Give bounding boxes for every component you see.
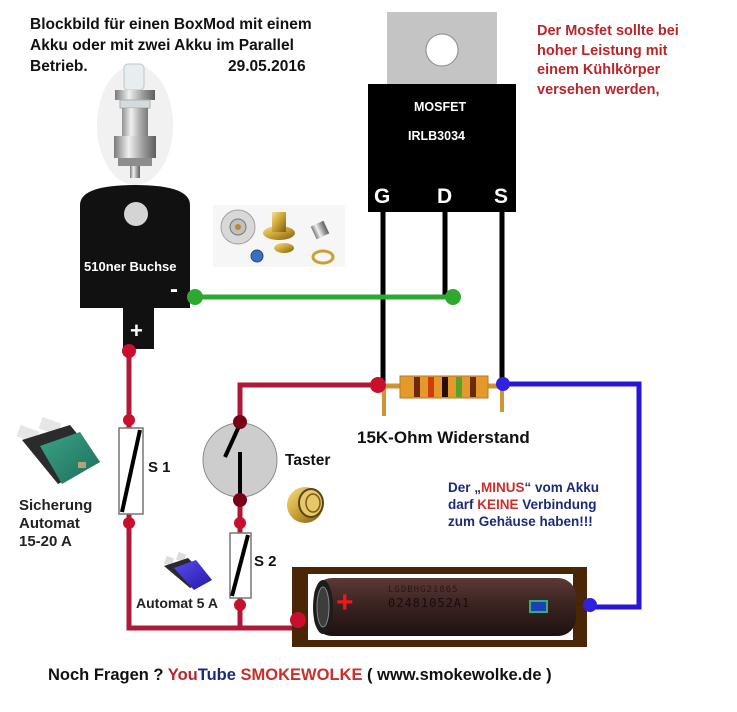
- text: “ vom Akku: [524, 480, 600, 495]
- junction-button-bottom: [233, 493, 247, 507]
- mosfet: [368, 12, 516, 212]
- footer-question: Noch Fragen ?: [48, 666, 168, 684]
- fuse-large-caption: Sicherung Automat 15-20 A: [19, 497, 92, 551]
- footer-brand: SMOKEWOLKE: [235, 666, 363, 684]
- title-line-2: Akku oder mit zwei Akku im Parallel: [30, 37, 294, 54]
- resistor-band: [470, 377, 476, 397]
- mosfet-pin-s: S: [494, 185, 509, 208]
- warning-line-3: zum Gehäuse haben!!!: [448, 514, 593, 529]
- resistor-band: [456, 377, 462, 397]
- junction-battery-minus: [583, 598, 597, 612]
- connector-parts-image: [213, 205, 345, 267]
- highlight-keine: KEINE: [477, 497, 519, 512]
- diagram-date: 29.05.2016: [228, 58, 306, 75]
- junction-drain: [445, 289, 461, 305]
- resistor-band: [414, 377, 420, 397]
- mosfet-label: MOSFET: [414, 100, 467, 114]
- fuse-large-image: [16, 416, 100, 484]
- fuse-s2-label: S 2: [254, 553, 277, 570]
- title-line-3: Betrieb.: [30, 58, 88, 75]
- mosfet-cooling-note: Der Mosfet sollte bei hoher Leistung mit…: [537, 22, 679, 100]
- atomizer-image: [97, 63, 173, 185]
- junction-s1-top: [123, 414, 135, 426]
- battery-plus-sign: +: [336, 586, 354, 619]
- warning-line-1: Der „MINUS“ vom Akku: [448, 479, 599, 496]
- junction-source: [496, 377, 510, 391]
- resistor: [382, 375, 504, 416]
- button-label: Taster: [285, 452, 331, 469]
- push-button-image: [287, 487, 324, 523]
- mosfet-pin-g: G: [374, 185, 391, 208]
- connector-plus-sign: +: [130, 318, 143, 343]
- footer-website: ( www.smokewolke.de ): [362, 666, 552, 684]
- connector-minus-sign: -: [170, 276, 178, 303]
- footer-youtube-you: You: [167, 666, 198, 684]
- fuse-small-image: [163, 551, 212, 590]
- battery-minus-warning: Der „MINUS“ vom Akku darf KEINE Verbindu…: [448, 479, 599, 530]
- junction-gate: [370, 377, 386, 393]
- push-button: [202, 422, 278, 498]
- warning-line-2: darf KEINE Verbindung: [448, 496, 599, 513]
- note-line: einem Kühlkörper: [537, 62, 661, 78]
- title-line-1: Blockbild für einen BoxMod mit einem: [30, 16, 312, 33]
- caption-line: Automat: [19, 515, 80, 532]
- battery-print-1: LGDBHG21865: [388, 585, 459, 595]
- junction-s2-top: [234, 517, 246, 529]
- resistor-band: [442, 377, 448, 397]
- diagram-title: Blockbild für einen BoxMod mit einem Akk…: [30, 14, 312, 77]
- text: darf: [448, 497, 478, 512]
- highlight-minus: MINUS: [481, 480, 525, 495]
- fuse-s1-label: S 1: [148, 459, 171, 476]
- text: Verbindung: [518, 497, 597, 512]
- connector-510: [80, 185, 190, 349]
- text: Der „: [448, 480, 482, 495]
- connector-label: 510ner Buchse: [84, 259, 177, 274]
- junction-battery-plus: [290, 612, 306, 628]
- note-line: Der Mosfet sollte bei: [537, 23, 679, 39]
- junction-connector-minus: [187, 289, 203, 305]
- mosfet-part-number: IRLB3034: [408, 129, 465, 143]
- caption-line: 15-20 A: [19, 533, 72, 550]
- caption-line: Sicherung: [19, 497, 93, 514]
- junction-s2-bottom: [234, 599, 246, 611]
- resistor-label: 15K-Ohm Widerstand: [357, 428, 530, 447]
- note-line: versehen werden,: [537, 81, 660, 98]
- mosfet-pin-d: D: [437, 185, 453, 208]
- battery: [292, 567, 587, 647]
- fuse-s1: [118, 427, 144, 515]
- fuse-small-caption: Automat 5 A: [136, 595, 218, 611]
- battery-print-2: 02481052A1: [388, 596, 471, 610]
- note-line: hoher Leistung mit: [537, 42, 668, 59]
- footer-credit: Noch Fragen ? YouTube SMOKEWOLKE ( www.s…: [48, 666, 552, 685]
- fuse-s2: [229, 532, 252, 599]
- junction-s1-bottom: [123, 517, 135, 529]
- wire-negative: [505, 381, 642, 610]
- footer-youtube-tube: Tube: [197, 666, 236, 684]
- junction-button-top: [233, 415, 247, 429]
- resistor-band: [428, 377, 434, 397]
- junction-connector-plus: [122, 344, 136, 358]
- wire-positive-main: [126, 352, 297, 631]
